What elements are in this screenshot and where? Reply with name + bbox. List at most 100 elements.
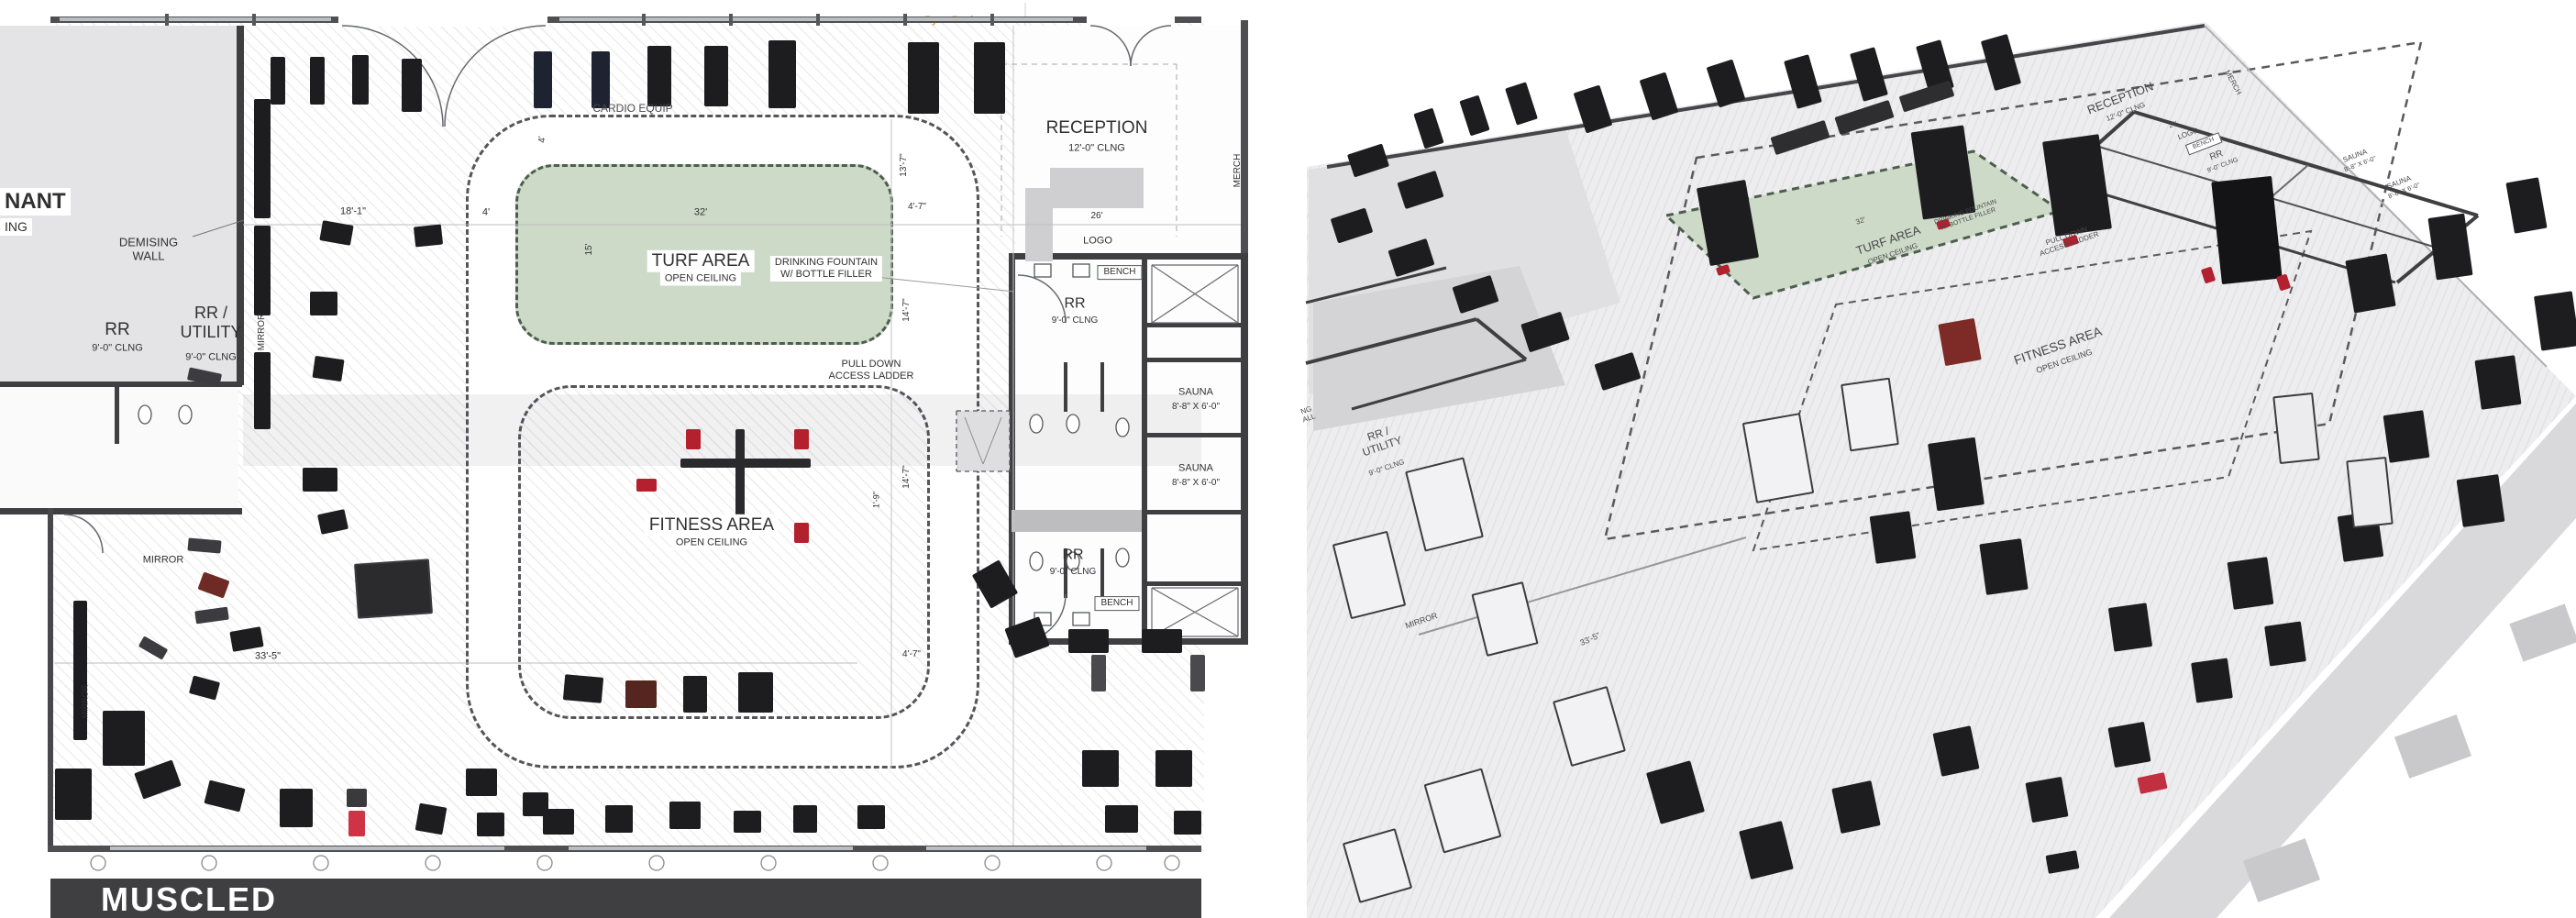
wall-segment xyxy=(115,387,119,444)
gym-equipment-mark xyxy=(735,429,745,525)
gym-equipment-mark xyxy=(793,805,817,833)
plan-linework xyxy=(55,25,1241,871)
gym-equipment-mark xyxy=(2534,291,2576,351)
plan-label: 8'-8" X 6'-0" xyxy=(1171,402,1221,413)
plan-label: OPEN CEILING xyxy=(670,536,753,550)
wall-segment xyxy=(1064,362,1067,412)
gym-equipment-mark xyxy=(73,601,87,740)
wall-segment xyxy=(903,14,907,26)
wall-segment xyxy=(338,13,547,27)
plan-label: BENCH xyxy=(1094,596,1140,611)
gym-equipment-mark xyxy=(794,523,809,543)
wall-segment xyxy=(1100,362,1104,412)
wall-segment xyxy=(926,846,1146,850)
wall-segment xyxy=(1009,260,1015,645)
gym-equipment-mark xyxy=(1155,750,1192,787)
wall-segment xyxy=(729,14,733,26)
plan-label: MIRROR xyxy=(257,313,268,351)
wall-segment xyxy=(1009,253,1248,260)
wall-segment xyxy=(1142,260,1147,638)
plan-label: ING xyxy=(0,218,32,236)
gym-equipment-mark xyxy=(683,676,707,713)
gym-equipment-mark xyxy=(415,802,448,835)
gym-equipment-mark xyxy=(187,537,222,554)
wall-segment xyxy=(110,846,504,850)
plan-label: MIRROR xyxy=(80,684,90,719)
gym-equipment-mark xyxy=(254,352,271,429)
gym-equipment-mark xyxy=(310,292,337,315)
gym-equipment-mark xyxy=(2227,557,2274,610)
wall-segment xyxy=(1064,548,1067,598)
wall-segment xyxy=(0,382,242,387)
plan-label: 15' xyxy=(584,243,595,256)
gym-equipment-mark xyxy=(2264,621,2306,667)
plan-label: 13'-7" xyxy=(899,153,910,177)
gym-equipment-mark xyxy=(605,805,633,833)
gym-equipment-mark xyxy=(794,429,809,449)
gym-equipment-mark xyxy=(2272,392,2320,465)
gym-equipment-mark xyxy=(1869,511,1917,564)
wall-segment xyxy=(1012,510,1142,532)
gym-equipment-mark xyxy=(2474,355,2522,410)
plan-label: FITNESS AREA xyxy=(644,514,779,537)
wall-segment xyxy=(1142,433,1243,437)
wall-segment xyxy=(990,14,994,26)
plan-label: RR xyxy=(1064,295,1086,312)
gym-equipment-mark xyxy=(1068,629,1109,653)
gym-equipment-mark xyxy=(55,769,92,820)
gym-equipment-mark xyxy=(1979,538,2029,595)
wall-segment xyxy=(252,14,256,26)
gym-equipment-mark xyxy=(254,99,271,218)
plan-label: TURF AREA xyxy=(647,249,755,273)
gym-equipment-mark xyxy=(354,559,433,619)
gym-equipment-mark xyxy=(738,672,773,713)
gym-equipment-mark xyxy=(1841,377,1899,452)
plan-label: 12'-0" CLNG xyxy=(1068,142,1125,154)
gym-equipment-mark xyxy=(1174,811,1201,835)
gym-equipment-mark xyxy=(2346,456,2394,529)
plan-label: RR xyxy=(1062,547,1084,563)
plan-label: 1'-9" xyxy=(871,492,881,508)
plan-label: LOGO xyxy=(1083,235,1112,247)
gym-equipment-mark xyxy=(254,226,271,315)
wall-segment xyxy=(1050,168,1144,208)
plan-label: NANT xyxy=(0,188,71,216)
wall-segment xyxy=(816,14,820,26)
wall-segment xyxy=(1241,20,1248,260)
gym-equipment-mark xyxy=(534,51,552,108)
plan-label: 26' xyxy=(1090,211,1103,222)
gym-equipment-mark xyxy=(312,355,345,382)
wall-segment xyxy=(60,17,331,21)
gym-equipment-mark xyxy=(2345,253,2396,314)
gym-equipment-mark xyxy=(625,680,657,708)
gym-equipment-mark xyxy=(413,224,444,248)
gym-equipment-mark xyxy=(271,57,285,105)
plan-label: 4' xyxy=(481,206,491,218)
muscled-logo: MUSCLED xyxy=(101,880,277,918)
gym-equipment-mark xyxy=(2025,776,2069,824)
plan-label: SAUNA xyxy=(1178,386,1213,398)
gym-equipment-mark xyxy=(1091,655,1106,691)
plan-label: RR xyxy=(105,319,130,339)
gym-equipment-mark xyxy=(523,792,548,816)
title-bar: MUSCLED xyxy=(50,879,1201,918)
gym-equipment-mark xyxy=(562,674,604,703)
plan-label: RECEPTION xyxy=(1045,117,1148,138)
plan-label: 9'-0" CLNG xyxy=(1049,567,1097,578)
plan-label: BENCH xyxy=(1097,265,1143,280)
gym-equipment-mark xyxy=(686,429,701,449)
plan-label: 8'-8" X 6'-0" xyxy=(1171,478,1221,489)
plan-label: 14'-7" xyxy=(901,298,912,322)
gym-equipment-mark xyxy=(103,711,145,766)
gym-equipment-mark xyxy=(2107,721,2151,769)
plan-label: MIRROR xyxy=(142,554,184,566)
gym-equipment-mark xyxy=(347,789,367,807)
wall-segment xyxy=(48,508,53,851)
wall-segment xyxy=(1100,548,1104,598)
plan-label: OPEN CEILING xyxy=(659,271,742,286)
plan-label: PULL DOWN ACCESS LADDER xyxy=(828,359,914,382)
wall-segment xyxy=(237,26,244,385)
wall-segment xyxy=(1009,638,1248,645)
gym-equipment-mark xyxy=(1190,655,1205,691)
